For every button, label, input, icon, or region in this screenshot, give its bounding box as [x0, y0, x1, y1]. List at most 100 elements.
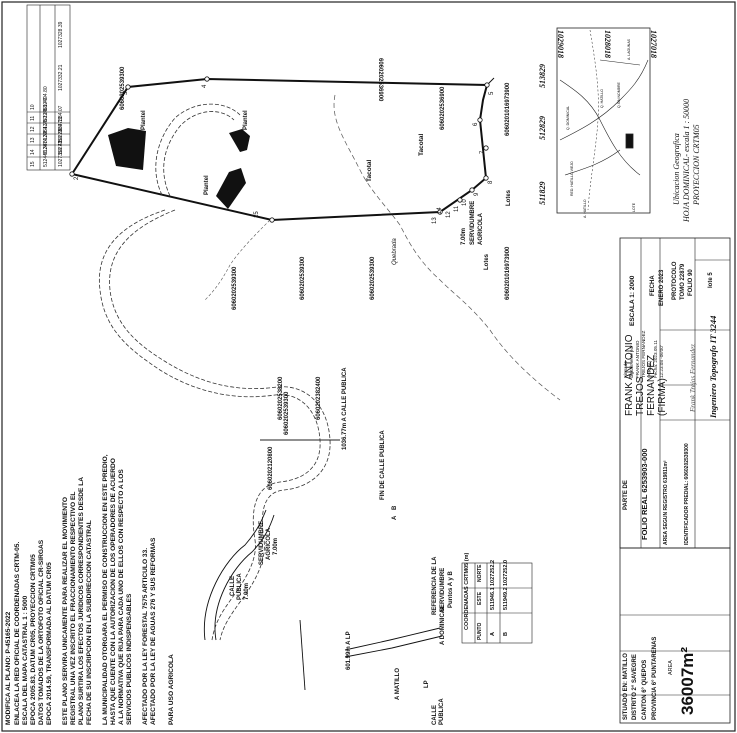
loc-coord-left-3: 513829	[538, 64, 547, 88]
parcel-id-4: 6060202539300	[284, 391, 290, 435]
parcel-id-3: 6060202539300	[300, 256, 306, 300]
loc-coord-top-3: 1027018	[649, 30, 658, 58]
coord-row-15-id: 15	[30, 161, 36, 167]
permit-note-1: LA MUNICIPALIDAD OTORGARA EL PERMISO DE …	[102, 454, 109, 725]
coord-row-11-id: 11	[30, 115, 36, 121]
law-note-2: AFECTADO POR LA LEY DE AGUAS 276 Y SUS R…	[150, 537, 157, 725]
tacotal-label-1: Tacotal	[366, 159, 373, 182]
vertex-8: 8	[488, 180, 494, 184]
vertex-markers	[69, 76, 490, 223]
vertex-2: 2	[74, 176, 80, 180]
vertex-13: 13	[432, 217, 438, 224]
link-note-5: EPOCA 2014.59, TRANSFORMADA AL DATUM CR0…	[46, 562, 53, 725]
vertex-9: 9	[474, 192, 480, 196]
tb-sign-small-6: Fecha: 2023.05.11	[653, 340, 658, 378]
tb-sign-small-3: FRANK ANTONIO	[635, 340, 640, 378]
tb-engineer: Ingeniero Topografo IT 3244	[708, 315, 718, 418]
lotes-label-2: Lotes	[484, 253, 490, 270]
tb-sign-small-1: Firmado	[623, 361, 628, 378]
parcel-id-6: 6060202538200	[278, 376, 284, 420]
reference-title-3: Puntos A y B	[448, 571, 454, 608]
tb-lote: lote 5	[708, 272, 714, 288]
purpose-note-3: PLANO SURTIRA LOS EFECTOS JURIDICOS CORR…	[78, 476, 85, 725]
easement-label-width: 7.00m	[461, 227, 467, 245]
vertex-5: 5	[489, 91, 495, 95]
tb-area-registro: AREA SEGUN REGISTRO 619811m²	[663, 460, 669, 545]
vertex-6: 6	[473, 122, 479, 126]
vertex-4: 4	[202, 84, 208, 88]
coord-row-11-north: 1027332.21	[58, 64, 64, 91]
calle-publica-label-1: CALLE	[230, 576, 236, 596]
tb-tomo: TOMO 22879	[680, 263, 686, 300]
tb-sign-small-2: digitalmente por	[629, 345, 634, 378]
loc-coord-top-1: 1029018	[556, 30, 565, 58]
easement-main-1: SERVIDUMBRE	[259, 520, 265, 565]
plantel-label-2: Plantel	[243, 110, 249, 130]
parcel-id-8: 6060202120800	[268, 446, 274, 490]
vertex-7: 7	[480, 150, 486, 154]
calle-publica-label-width: 7.00m	[244, 582, 250, 600]
loc-place-dominical: Q. DOMINICAL	[566, 105, 570, 130]
tb-provincia: PROVINCIA 6° PUNTARENAS	[652, 636, 658, 720]
vertex-11: 11	[454, 205, 460, 212]
tb-folio: FOLIO REAL 6253903-000	[640, 448, 649, 540]
tb-sign-small-4: TREJOS FERNANDEZ	[641, 330, 646, 378]
loc-coord-left-2: 512829	[538, 116, 547, 140]
plantel-areas	[108, 128, 250, 209]
permit-note-4: SERVICIOS PUBLICOS INDISPENSABLES	[126, 593, 133, 725]
reference-header-punto: PUNTO	[477, 622, 483, 640]
vertex-14: 14	[437, 207, 443, 214]
tacotal-label-2: Tacotal	[418, 133, 425, 156]
point-a-label: A	[392, 515, 398, 520]
coord-row-14-id: 14	[30, 149, 36, 155]
tb-area-label: AREA	[668, 660, 674, 675]
coord-row-10-north: 1027328.39	[58, 21, 64, 48]
distance-to-lp: 601.99m A LP	[346, 631, 352, 670]
public-road	[203, 439, 443, 691]
lotes-label-1: Lotes	[506, 189, 512, 206]
easement-label-sub: AGRICOLA	[478, 213, 484, 245]
vertex-10: 10	[462, 199, 468, 206]
easement-label-title: SERVIDUMBRE	[470, 200, 476, 245]
loc-place-hatillo: Q. HATILLO	[600, 89, 604, 108]
link-note-1: ENLACEA LA RED OFICIAL DE COORDENADAS CR…	[14, 541, 21, 725]
reference-title-1: REFERENCIA DE LA	[432, 556, 438, 615]
permit-note-3: A LA NORMATIVA QUE RIJA PARA CADA UNO DE…	[118, 469, 125, 725]
quebrada-stream	[333, 94, 561, 401]
parcel-id-7: 6060202382400	[316, 376, 322, 420]
tb-signature: Frank Trejos Fernandez	[689, 344, 697, 412]
tb-escala: ESCALA 1: 2000	[629, 275, 636, 326]
vertex-12: 12	[446, 211, 452, 218]
parcel-id-2: 6060202539300	[232, 266, 238, 310]
tb-parte-de: PARTE DE	[623, 480, 629, 510]
permit-note-2: HASTA QUE CUENTE CON LA AUTORIZACION DE …	[110, 458, 117, 725]
coord-row-15-north: 1027351.42	[58, 140, 64, 167]
tb-situado-en: SITUADO EN: MATILLO	[623, 653, 629, 720]
parcel-id-10: 6060202536900	[440, 86, 446, 130]
reference-header-este: ESTE	[477, 591, 483, 605]
lp-label: LP	[424, 680, 430, 688]
tb-sign-small-7: 12:23:08 -06'00'	[659, 345, 664, 378]
parcel-id-12: 6060201016973900	[505, 246, 511, 300]
vertex-15: 15	[254, 211, 260, 218]
tb-area-value: 36007m²	[678, 646, 697, 715]
coord-row-12-id: 12	[30, 126, 36, 132]
law-note-1: AFECTADO POR LA LEY FORESTAL 7575 ARTICU…	[142, 547, 149, 725]
tb-fecha-value: ENERO 2023	[659, 269, 665, 306]
fin-calle-label: FIN DE CALLE PUBLICA	[380, 430, 386, 500]
purpose-note-4: FECHA DE SU INSCRIPCION EN LA SUBDIRECCI…	[86, 520, 93, 725]
easement-main-3: 7.00m	[273, 537, 279, 555]
purpose-note-2: REGISTRAL UNA VEZ INSCRITO EL FRACCIONAM…	[70, 491, 77, 725]
reference-table	[461, 562, 533, 644]
link-note-3: EPOCA 2005.83, DATUM CR05, PROYECCION CR…	[30, 554, 37, 725]
parcel-id-1: 6060202539300	[120, 66, 126, 110]
link-note-4: DATOS TOMADOS DE LA ORTOFOTO OFICIAL CR-…	[38, 539, 45, 725]
plantel-label-1: Plantel	[141, 110, 147, 130]
point-b-label: B	[392, 505, 398, 510]
loc-place-lote: LOTE	[632, 202, 636, 212]
parcel-id-11: 6060201016973900	[505, 82, 511, 136]
location-map	[556, 27, 651, 214]
plan-reference-note: MODIFICA AL PLANO: P-45165-2022	[5, 611, 12, 725]
